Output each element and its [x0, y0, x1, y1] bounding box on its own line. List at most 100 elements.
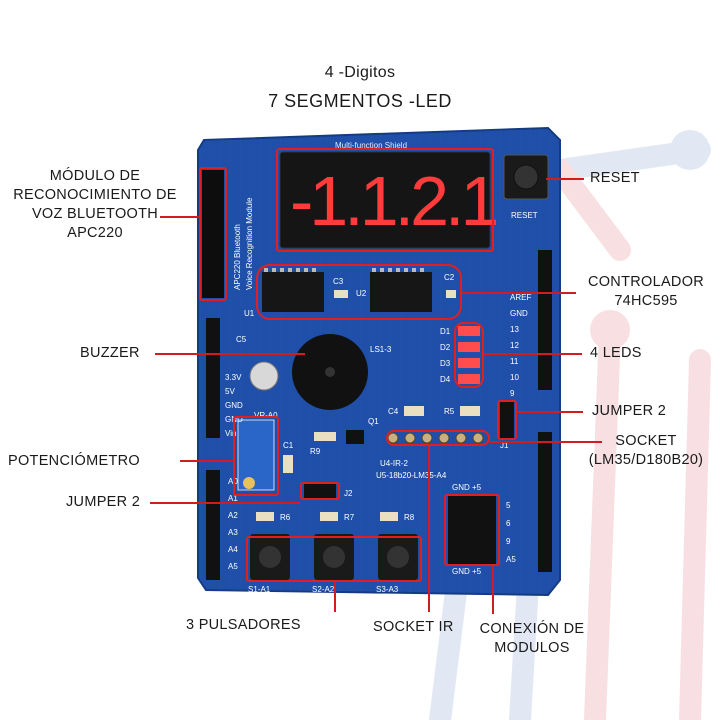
svg-text:LS1-3: LS1-3 [370, 345, 392, 354]
svg-text:U1: U1 [244, 309, 255, 318]
apc220-header: APC220 Bluetooth Voice Recognition Modul… [202, 170, 254, 298]
label-voz-line2: RECONOCIMIENTO DE [13, 187, 177, 203]
label-reset: RESET [590, 170, 640, 186]
jumper-j2-component [304, 484, 336, 498]
svg-text:R5: R5 [444, 407, 455, 416]
highlight-potentiometer [233, 416, 279, 496]
leader-voz [160, 216, 200, 218]
highlight-apc220 [199, 167, 227, 301]
label-controlador-line1: CONTROLADOR [587, 274, 705, 290]
svg-text:S1-A1: S1-A1 [248, 585, 271, 594]
label-buzzer: BUZZER [80, 345, 140, 361]
capacitor-c5 [249, 361, 279, 391]
svg-text:D4: D4 [440, 375, 451, 384]
svg-text:C4: C4 [388, 407, 399, 416]
potentiometer-component: VR-A0 [237, 411, 278, 491]
svg-text:VR-A0: VR-A0 [254, 411, 278, 420]
module-pin-label: A5 [506, 555, 516, 564]
highlight-socket [386, 430, 490, 446]
label-socket: SOCKET (LM35/D180B20) [572, 432, 720, 470]
svg-text:S2-A2: S2-A2 [312, 585, 335, 594]
svg-text:S3-A3: S3-A3 [376, 585, 399, 594]
module-pin-label: 9 [506, 537, 511, 546]
svg-text:Q1: Q1 [368, 417, 379, 426]
leader-socket-ir [428, 446, 430, 612]
push-buttons [250, 534, 418, 580]
led-group: D1 D2 D3 D4 [440, 326, 480, 384]
svg-text:D1: D1 [440, 327, 451, 336]
label-potenciometro: POTENCIÓMETRO [8, 453, 140, 469]
highlight-leds [454, 322, 484, 388]
highlight-jumper-left [300, 482, 340, 500]
highlight-module-connector [444, 494, 500, 566]
module-pin-label: 6 [506, 519, 511, 528]
right-pin-header [538, 250, 552, 390]
svg-text:RESET: RESET [511, 211, 538, 220]
pin-label-left: Vin [225, 429, 236, 438]
label-conexion: CONEXIÓN DE MODULOS [462, 620, 602, 658]
label-socket-line1: SOCKET [615, 433, 677, 449]
label-voz-line3: VOZ BLUETOOTH [31, 206, 159, 222]
module-connector [448, 496, 496, 564]
svg-text:D2: D2 [440, 343, 451, 352]
jumper-j1-component [500, 402, 514, 438]
svg-text:J2: J2 [344, 489, 353, 498]
svg-text:APC220 Bluetooth: APC220 Bluetooth [233, 224, 242, 290]
svg-text:C3: C3 [333, 277, 344, 286]
label-socket-line2: (LM35/D180B20) [588, 452, 704, 468]
svg-text:R8: R8 [404, 513, 415, 522]
leader-reset [546, 178, 584, 180]
highlight-controller [256, 264, 462, 320]
label-controlador-line2: 74HC595 [614, 293, 678, 309]
svg-text:R7: R7 [344, 513, 355, 522]
label-voz-line1: MÓDULO DE [49, 168, 141, 184]
svg-text:R9: R9 [310, 447, 321, 456]
title-line1: 4 -Digitos [324, 64, 396, 81]
highlight-jumper-right [497, 400, 517, 440]
leader-jumper-right [517, 411, 583, 413]
leader-leds [484, 353, 582, 355]
ic-u1 [262, 272, 324, 312]
analog-pin-label: A1 [228, 494, 238, 503]
leader-jumper-left [150, 502, 300, 504]
label-controlador: CONTROLADOR 74HC595 [572, 273, 720, 311]
leader-potenciometro [180, 460, 233, 462]
leader-socket [490, 441, 602, 443]
seven-segment-display: -1.1.2.1 [279, 151, 500, 249]
label-voz-line4: APC220 [67, 225, 123, 241]
pin-label-right: 10 [510, 373, 519, 382]
label-voz: MÓDULO DE RECONOCIMIENTO DE VOZ BLUETOOT… [0, 167, 190, 243]
left-pin-header [206, 318, 220, 438]
analog-pin-label: A3 [228, 528, 238, 537]
leader-buzzer [155, 353, 305, 355]
analog-pin-label: A4 [228, 545, 238, 554]
label-pulsadores: 3 PULSADORES [186, 617, 301, 633]
label-conexion-line1: CONEXIÓN DE [479, 621, 585, 637]
highlight-display [276, 148, 494, 252]
label-socket-ir: SOCKET IR [373, 619, 454, 635]
label-jumper-left: JUMPER 2 [66, 494, 141, 510]
svg-text:C5: C5 [236, 335, 247, 344]
analog-pin-label: A5 [228, 562, 238, 571]
svg-text:Voice Recognition Module: Voice Recognition Module [245, 197, 254, 290]
module-pin-label: 5 [506, 501, 511, 510]
socket-row [387, 432, 484, 444]
svg-text:R6: R6 [280, 513, 291, 522]
pin-label-right: 13 [510, 325, 519, 334]
pin-label-right: GND [510, 309, 528, 318]
silk-title: Multi-function Shield [335, 141, 407, 150]
ic-u2 [370, 272, 432, 312]
buzzer-component: LS1-3 [292, 334, 392, 410]
display-digits: -1.1.2.1 [290, 162, 496, 240]
pin-label-left: GND [225, 401, 243, 410]
leader-conexion [492, 566, 494, 614]
label-jumper-right: JUMPER 2 [592, 403, 667, 419]
svg-text:U5-18b20-LM35-A4: U5-18b20-LM35-A4 [376, 471, 447, 480]
pin-label-right: 9 [510, 389, 515, 398]
pin-label-right: AREF [510, 293, 531, 302]
pin-label-left: 3.3V [225, 373, 242, 382]
svg-text:C1: C1 [283, 441, 294, 450]
label-leds: 4 LEDS [590, 345, 642, 361]
pin-label-right: 12 [510, 341, 519, 350]
